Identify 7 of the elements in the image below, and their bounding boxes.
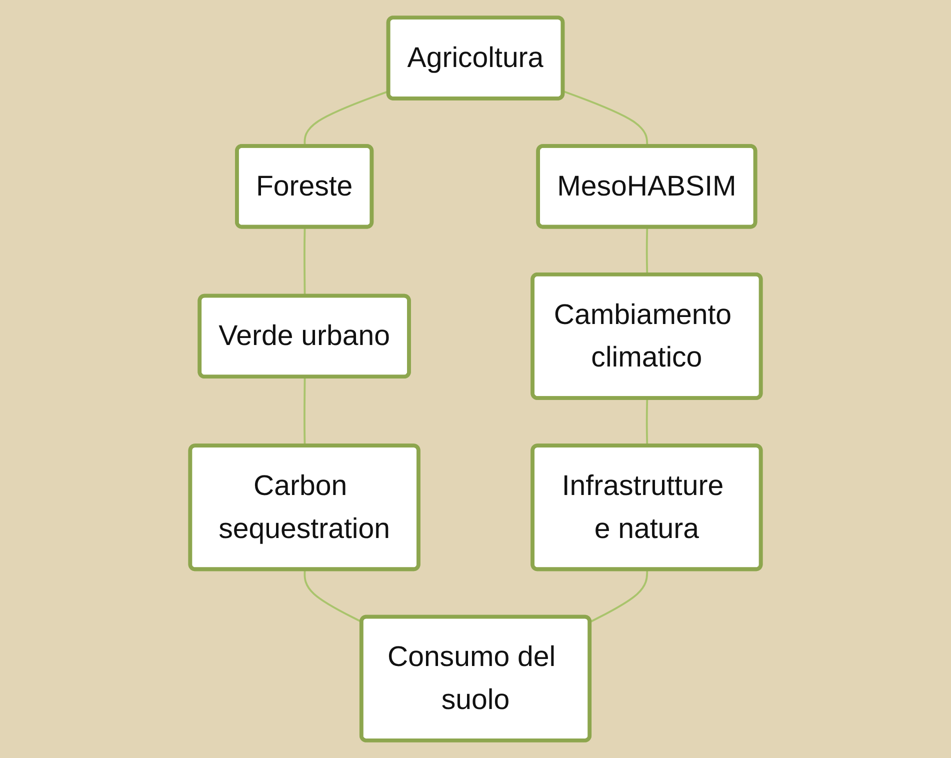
connector: [304, 377, 306, 446]
connector: [304, 570, 362, 623]
connector: [562, 90, 648, 146]
connector: [646, 227, 648, 275]
connector: [590, 570, 648, 623]
connector: [646, 398, 648, 446]
connector: [304, 227, 306, 296]
